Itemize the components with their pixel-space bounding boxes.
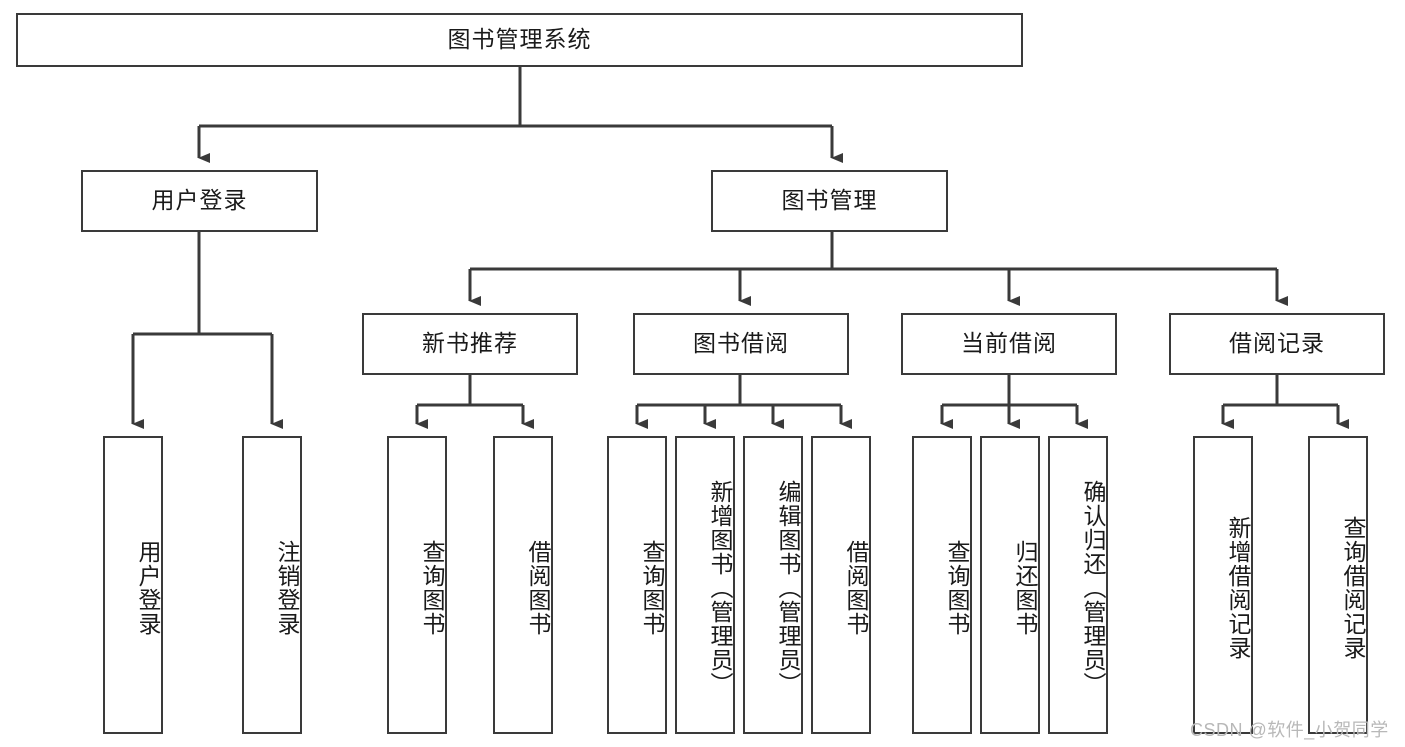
node-borrow-record-label: 借阅记录 (1229, 330, 1325, 357)
node-user-login[interactable]: 用户登录 (81, 170, 318, 232)
leaf-query-book-1[interactable]: 查询图书 (387, 436, 447, 734)
node-user-login-label: 用户登录 (151, 187, 248, 214)
leaf-return-book-label: 归还图书 (1012, 540, 1038, 636)
leaf-add-record-label: 新增借阅记录 (1225, 516, 1251, 660)
csdn-watermark: CSDN @软件_小贺同学 (1190, 720, 1389, 740)
node-root[interactable]: 图书管理系统 (16, 13, 1023, 67)
node-book-manage-label: 图书管理 (781, 187, 878, 214)
leaf-user-logout-label: 注销登录 (274, 540, 300, 636)
leaf-edit-book[interactable]: 编辑图书（管理员） (743, 436, 803, 734)
leaf-borrow-book-2[interactable]: 借阅图书 (811, 436, 871, 734)
node-borrow-record[interactable]: 借阅记录 (1169, 313, 1385, 375)
leaf-add-book[interactable]: 新增图书（管理员） (675, 436, 735, 734)
node-new-book-recommend[interactable]: 新书推荐 (362, 313, 578, 375)
node-book-manage[interactable]: 图书管理 (711, 170, 948, 232)
leaf-borrow-book-1[interactable]: 借阅图书 (493, 436, 553, 734)
node-new-book-recommend-label: 新书推荐 (422, 330, 518, 357)
leaf-add-record[interactable]: 新增借阅记录 (1193, 436, 1253, 734)
leaf-user-login[interactable]: 用户登录 (103, 436, 163, 734)
leaf-return-book[interactable]: 归还图书 (980, 436, 1040, 734)
leaf-borrow-book-1-label: 借阅图书 (525, 540, 551, 636)
leaf-query-record-label: 查询借阅记录 (1340, 516, 1366, 660)
leaf-edit-book-label: 编辑图书（管理员） (775, 480, 801, 696)
leaf-confirm-return-label: 确认归还（管理员） (1080, 480, 1106, 696)
leaf-query-book-2-label: 查询图书 (639, 540, 665, 636)
leaf-query-record[interactable]: 查询借阅记录 (1308, 436, 1368, 734)
node-current-borrow[interactable]: 当前借阅 (901, 313, 1117, 375)
leaf-borrow-book-2-label: 借阅图书 (843, 540, 869, 636)
leaf-query-book-3[interactable]: 查询图书 (912, 436, 972, 734)
leaf-user-login-label: 用户登录 (135, 540, 161, 636)
node-root-label: 图书管理系统 (447, 26, 592, 53)
leaf-user-logout[interactable]: 注销登录 (242, 436, 302, 734)
leaf-query-book-2[interactable]: 查询图书 (607, 436, 667, 734)
leaf-query-book-3-label: 查询图书 (944, 540, 970, 636)
leaf-query-book-1-label: 查询图书 (419, 540, 445, 636)
node-book-borrow-label: 图书借阅 (693, 330, 789, 357)
node-current-borrow-label: 当前借阅 (961, 330, 1057, 357)
leaf-add-book-label: 新增图书（管理员） (707, 480, 733, 696)
node-book-borrow[interactable]: 图书借阅 (633, 313, 849, 375)
leaf-confirm-return[interactable]: 确认归还（管理员） (1048, 436, 1108, 734)
